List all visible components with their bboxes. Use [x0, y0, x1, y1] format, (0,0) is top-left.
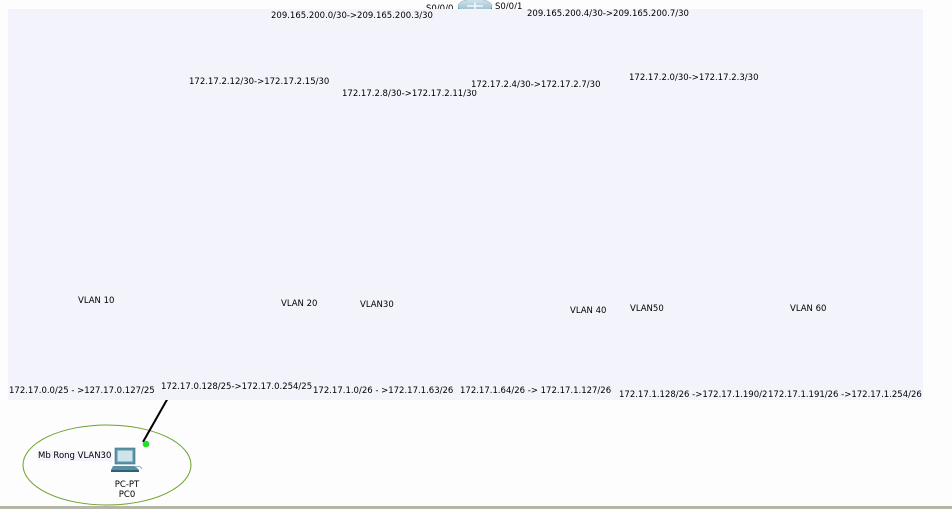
label-background	[188, 77, 331, 87]
label-background	[270, 11, 434, 21]
label-background	[312, 386, 455, 396]
subnet-labels: 209.165.200.0/30->209.165.200.3/30 209.1…	[8, 9, 923, 400]
label-background	[470, 80, 602, 90]
label-background	[8, 9, 923, 400]
port-label: S0/0/1	[495, 2, 522, 12]
subnet-label-vlan30: 172.17.1.0/26 - >172.17.1.63/26	[313, 386, 453, 396]
label-background	[526, 9, 690, 19]
subnet-label-vlan40: 172.17.1.64/26 -> 172.17.1.127/26	[460, 386, 611, 396]
subnet-label-r4-r1: 172.17.2.12/30->172.17.2.15/30	[189, 77, 329, 87]
vlan-label: VLAN 20	[281, 299, 317, 309]
subnet-label-vlan10: 172.17.0.0/25 - >127.17.0.127/25	[9, 386, 155, 396]
label-background	[459, 386, 613, 396]
vlan-label: VLAN 60	[790, 304, 826, 314]
label-background	[767, 390, 923, 400]
subnet-label-isp-r5: 209.165.200.4/30->209.165.200.7/30	[527, 9, 689, 19]
label-background	[8, 386, 156, 396]
subnet-label-vlan20: 172.17.0.128/25->172.17.0.254/25	[161, 382, 312, 392]
vlan-label: VLAN30	[360, 300, 394, 310]
label-background	[160, 382, 314, 392]
subnet-label-vlan60: 172.17.1.191/26 ->172.17.1.254/26	[768, 390, 922, 400]
subnet-label-isp-r4: 209.165.200.0/30->209.165.200.3/30	[271, 11, 433, 21]
label-pc0-model: PC-PT	[115, 480, 140, 490]
label-background	[618, 390, 774, 400]
vlan-label: VLAN 10	[78, 296, 114, 306]
subnet-label-r5-r2: 172.17.2.4/30->172.17.2.7/30	[471, 80, 600, 90]
label-pc0-name: PC0	[119, 490, 135, 500]
bottom-border	[0, 506, 952, 509]
subnet-label-r4-r2: 172.17.2.8/30->172.17.2.11/30	[342, 89, 477, 99]
label-background	[628, 73, 760, 83]
note-ellipse	[22, 424, 192, 506]
vlan-label: VLAN 40	[570, 306, 606, 316]
label-background	[37, 451, 113, 461]
vlan-labels: VLAN 10 VLAN 20 VLAN30 VLAN 40 VLAN50 VL…	[78, 296, 826, 316]
vlan-label: VLAN50	[630, 304, 664, 314]
device-pc0[interactable]	[110, 447, 143, 473]
label-background	[341, 89, 478, 99]
note-label: Mb Rong VLAN30	[38, 451, 111, 461]
subnet-label-vlan50: 172.17.1.128/26 ->172.17.1.190/26	[619, 390, 773, 400]
subnet-label-r5-r3: 172.17.2.0/30->172.17.2.3/30	[629, 73, 758, 83]
